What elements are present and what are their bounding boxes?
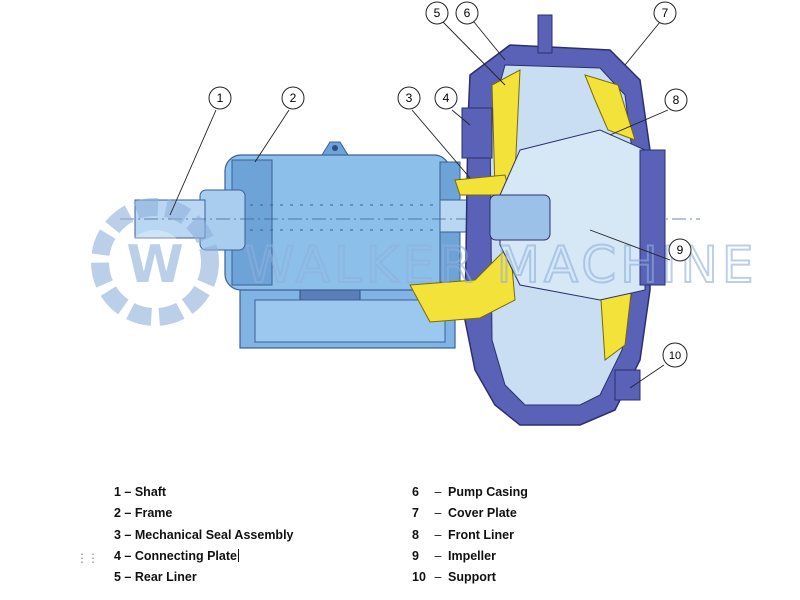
legend-num: 7 [412, 506, 419, 521]
legend-item: 3 – Mechanical Seal Assembly [114, 527, 294, 542]
legend-item-text: 4 – Connecting Plate [114, 548, 237, 563]
support [614, 369, 641, 401]
callout-8-label: 8 [673, 93, 680, 107]
callout-7: 7 [653, 1, 677, 25]
legend-num: 9 [412, 548, 419, 563]
callout-1: 1 [208, 86, 232, 110]
callout-2-label: 2 [290, 91, 297, 105]
callout-2: 2 [281, 86, 305, 110]
callout-4: 4 [434, 86, 458, 110]
watermark-text: WALKER MACHINE [245, 236, 758, 294]
callout-3: 3 [397, 86, 421, 110]
impeller [489, 129, 666, 301]
legend-dash: – [434, 548, 442, 563]
legend-num: 6 [412, 485, 419, 499]
callout-4-label: 4 [443, 91, 450, 105]
legend-dash: – [434, 527, 442, 542]
connecting-plate [461, 107, 493, 159]
callout-10-label: 10 [669, 350, 681, 362]
watermark: W WALKER MACHINE [91, 198, 758, 326]
legend-label: Support [448, 570, 496, 585]
callout-5: 5 [425, 1, 449, 25]
callout-6: 6 [455, 1, 479, 25]
legend-label: Impeller [448, 548, 496, 563]
legend-item: 6 –Pump Casing [412, 482, 528, 503]
legend-item: 10–Support [412, 567, 528, 588]
callout-9-label: 9 [677, 243, 684, 257]
leader-lines [169, 21, 671, 389]
legend-dash: – [434, 570, 442, 585]
callout-1-label: 1 [217, 91, 224, 105]
legend-item-with-cursor[interactable]: 4 – Connecting Plate [114, 546, 294, 567]
callout-9: 9 [668, 238, 692, 262]
callout-3-label: 3 [406, 91, 413, 105]
pump-cross-section-diagram: W WALKER MACHINE 1 2 3 4 5 6 7 8 9 10 [91, 1, 758, 426]
legend-label: Front Liner [448, 527, 514, 542]
legend-num: 10 [412, 570, 426, 585]
legend-num: 8 [412, 527, 419, 542]
legend-item: 7–Cover Plate [412, 503, 528, 524]
legend-item: 8–Front Liner [412, 525, 528, 546]
watermark-logo-letter: W [126, 235, 183, 295]
text-cursor [237, 548, 239, 562]
watermark-logo [91, 198, 219, 326]
legend-label: Cover Plate [448, 506, 517, 521]
callout-7-label: 7 [662, 6, 669, 20]
callout-8: 8 [664, 88, 688, 112]
legend-item: 1 – Shaft [114, 485, 167, 499]
legend-dash: – [434, 506, 442, 521]
legend-item: 2 – Frame [114, 506, 173, 521]
legend-item: 9–Impeller [412, 546, 528, 567]
legend-left: 1 – Shaft 2 – Frame 3 – Mechanical Seal … [114, 482, 294, 588]
legend-item: 5 – Rear Liner [114, 570, 197, 585]
callout-10: 10 [662, 342, 688, 368]
callout-6-label: 6 [464, 6, 471, 20]
legend-label: Pump Casing [448, 485, 528, 499]
callout-5-label: 5 [434, 6, 441, 20]
legend-right: 6–Pump Casing 7–Cover Plate 8–Front Line… [412, 482, 528, 588]
drag-handle-icon[interactable]: ⋮⋮ [76, 551, 99, 565]
frame [224, 141, 461, 349]
legend-dash: – [434, 485, 442, 499]
